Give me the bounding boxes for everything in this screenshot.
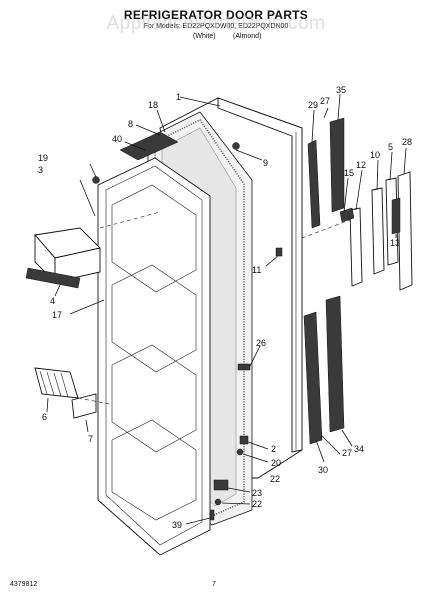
callout-4: 4 [50, 296, 55, 306]
callout-19: 19 [38, 153, 48, 163]
bin-trim [25, 267, 81, 289]
bracket-26 [237, 363, 251, 371]
document-number: 4379812 [10, 581, 38, 588]
callout-20: 20 [271, 458, 281, 468]
callout-27a: 27 [320, 96, 330, 106]
plug-9 [232, 142, 240, 150]
callout-12: 12 [356, 160, 366, 170]
callout-5: 5 [388, 142, 393, 152]
callout-22a: 22 [270, 474, 280, 484]
trim-strip-39 [209, 509, 215, 521]
watermark: AppliancePartsPros.com [106, 13, 326, 34]
callout-15: 15 [344, 168, 354, 178]
callout-6: 6 [42, 412, 47, 422]
handle-cap-13 [391, 197, 401, 235]
callout-34: 34 [354, 444, 364, 454]
callout-30: 30 [318, 465, 328, 475]
handle-trim-35 [329, 117, 345, 213]
screw-22b [214, 498, 222, 506]
handle-trim-29 [307, 139, 321, 229]
page-number: 7 [212, 581, 216, 588]
bin-end [71, 393, 97, 419]
callout-13: 13 [390, 238, 400, 248]
callout-2: 2 [271, 444, 276, 454]
variant-almond: (Almond) [233, 33, 262, 40]
callout-22b: 22 [252, 499, 262, 509]
screw-22a [236, 448, 244, 456]
callout-18: 18 [148, 100, 158, 110]
callout-17: 17 [52, 310, 62, 320]
callout-3: 3 [38, 165, 43, 175]
diagram-title: REFRIGERATOR DOOR PARTS [123, 8, 309, 22]
callout-7: 7 [88, 434, 93, 444]
callout-23: 23 [252, 488, 262, 498]
callout-8: 8 [128, 119, 133, 129]
handle-bracket-10 [371, 187, 385, 275]
hinge-20 [239, 435, 249, 445]
callout-1: 1 [176, 92, 181, 102]
callout-39: 39 [172, 520, 182, 530]
handle-cap-15 [339, 207, 355, 223]
handle-12 [349, 207, 363, 287]
callout-28: 28 [402, 137, 412, 147]
callout-labels: 1 2 3 4 5 6 7 8 9 10 11 12 13 15 17 18 1… [38, 85, 412, 530]
callout-11: 11 [252, 265, 261, 275]
handle-trim-34 [325, 295, 345, 433]
top-rail [119, 131, 179, 161]
leader-lines [46, 93, 407, 525]
handle-trim-30 [303, 311, 323, 445]
screw-19 [92, 176, 100, 184]
callout-10: 10 [370, 150, 380, 160]
callout-27b: 27 [342, 448, 352, 458]
inner-door-liner [97, 157, 211, 556]
callout-9: 9 [263, 158, 268, 168]
hinge-cover-23 [213, 479, 229, 491]
handle-28 [397, 171, 413, 291]
model-numbers: For Models: ED22PQXDW00, ED22PQXDN00 [143, 23, 289, 30]
callout-29: 29 [308, 100, 318, 110]
callout-35: 35 [336, 85, 346, 95]
dairy-bin [34, 227, 101, 284]
can-rack [34, 367, 79, 399]
clip-11 [275, 247, 283, 257]
variant-white: (White) [193, 33, 216, 40]
callout-26: 26 [256, 338, 266, 348]
callout-40: 40 [112, 134, 122, 144]
